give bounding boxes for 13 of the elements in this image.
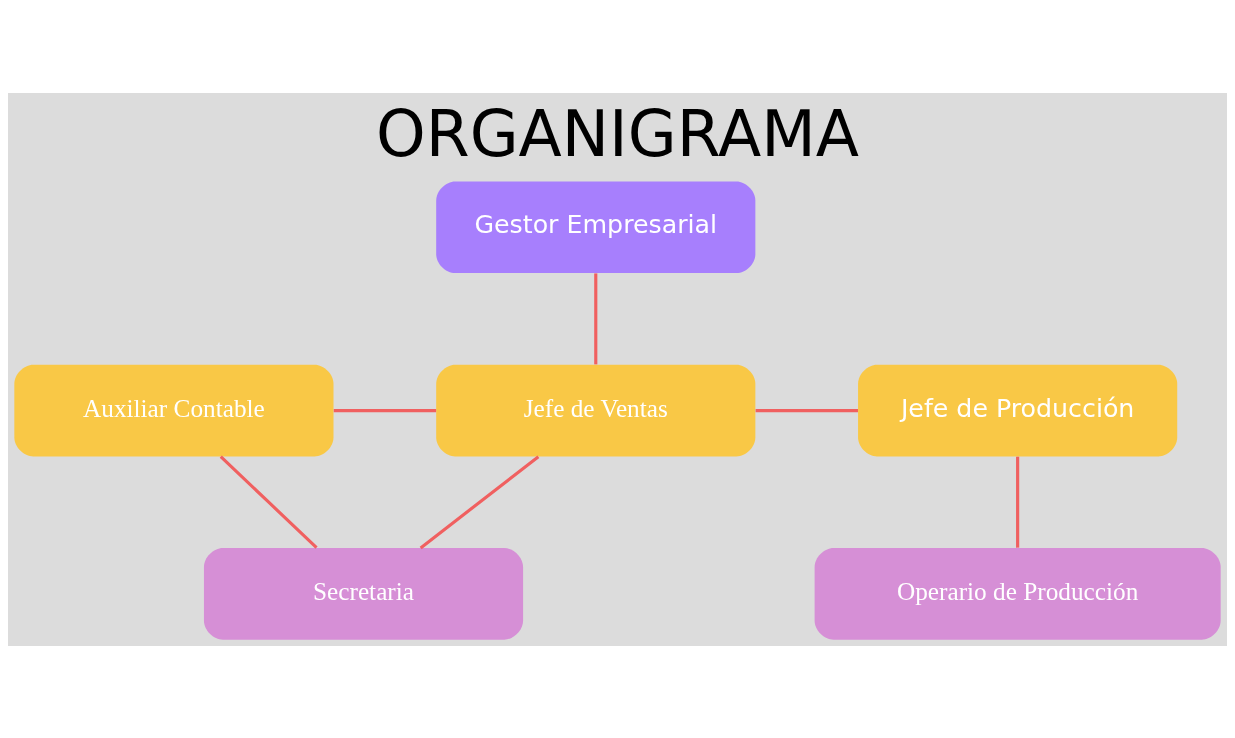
connector <box>419 454 540 549</box>
connector <box>1016 456 1020 548</box>
node-box: Auxiliar Contable <box>14 364 334 456</box>
node-box: Operario de Producción <box>814 547 1221 640</box>
node-box: Gestor Empresarial <box>436 181 756 273</box>
connector <box>594 272 598 364</box>
connector <box>333 408 437 412</box>
node-box: Jefe de Ventas <box>436 364 756 456</box>
node-box: Jefe de Producción <box>858 364 1178 456</box>
connector <box>755 408 858 412</box>
connector <box>219 455 318 549</box>
node-box: Secretaria <box>203 547 524 640</box>
diagram-title: ORGANIGRAMA <box>375 96 860 171</box>
